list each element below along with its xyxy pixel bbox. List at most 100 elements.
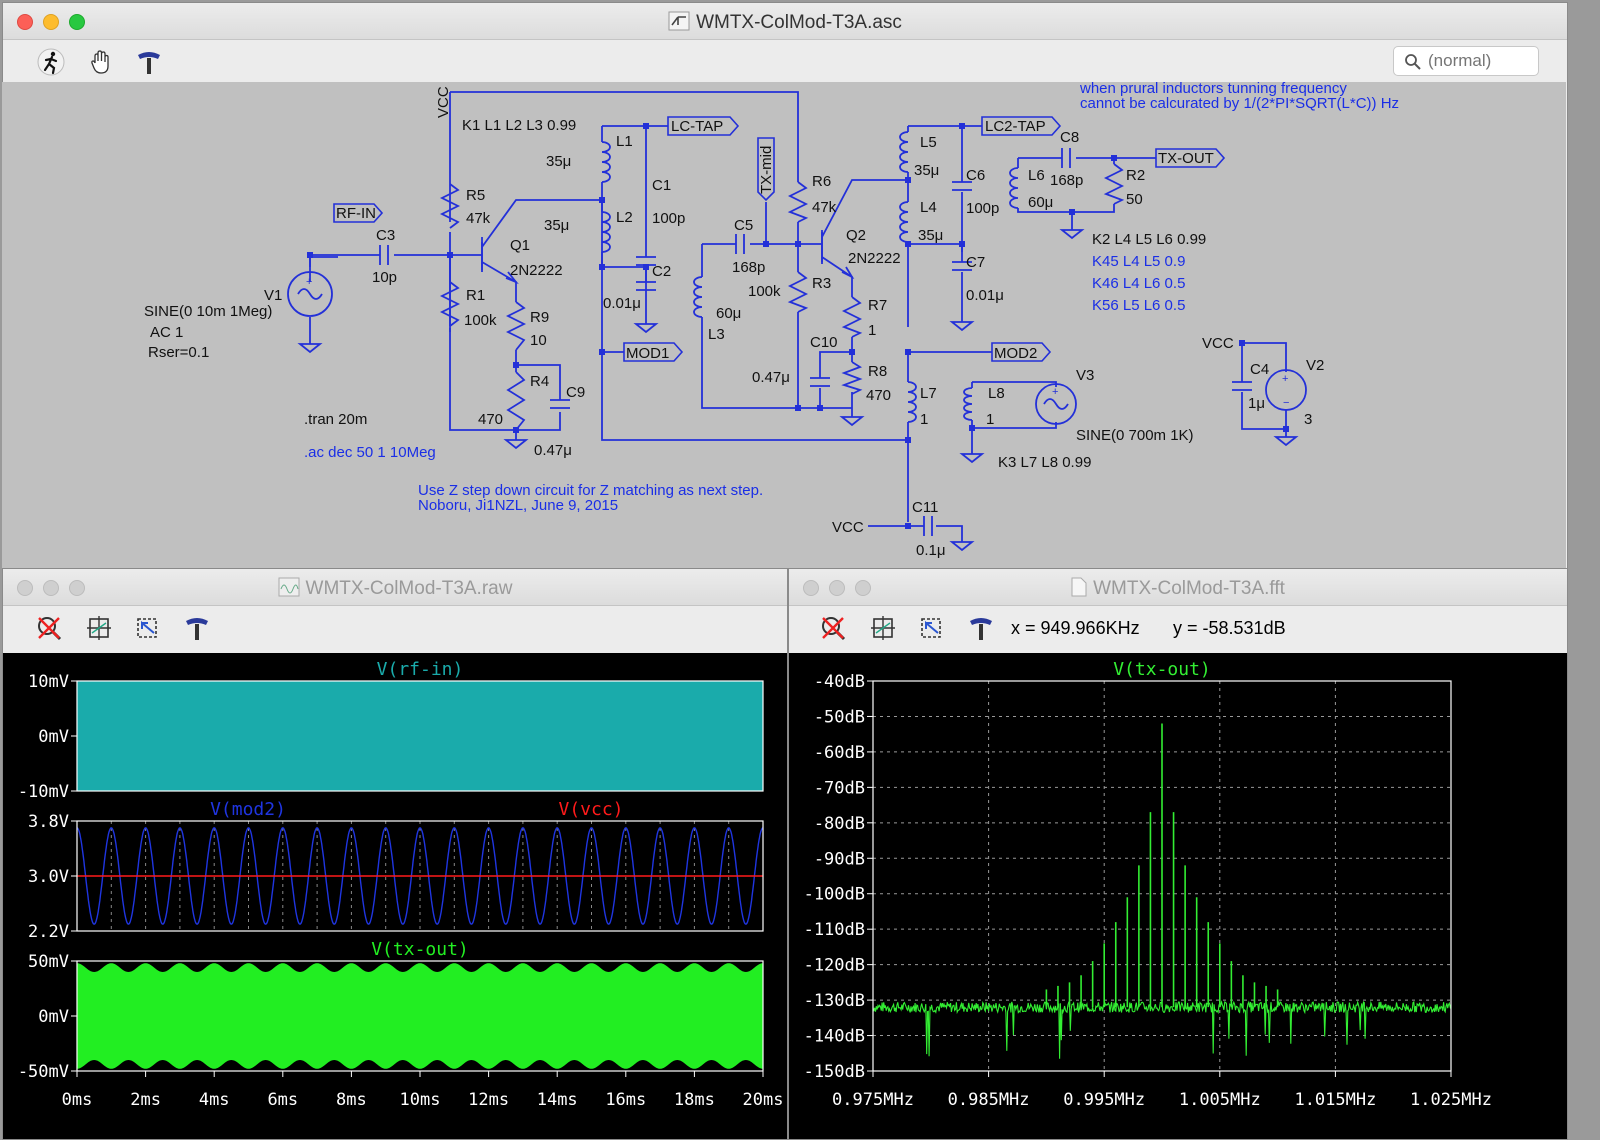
label-r6: R6 bbox=[812, 173, 831, 190]
label-c9: C9 bbox=[566, 384, 585, 401]
y-tick-label: 2.2V bbox=[28, 922, 69, 942]
zoom-button[interactable] bbox=[69, 14, 85, 30]
schematic-wires bbox=[309, 91, 1287, 542]
label-l1: L1 bbox=[616, 133, 633, 150]
y-tick-label: -150dB bbox=[804, 1062, 865, 1082]
y-tick-label: -50mV bbox=[18, 1062, 69, 1082]
y-tick-label: -40dB bbox=[814, 672, 865, 692]
x-tick-label: 18ms bbox=[674, 1090, 715, 1110]
label-v1-sine: SINE(0 10m 1Meg) bbox=[144, 303, 272, 320]
label-v1-ac: AC 1 bbox=[150, 324, 183, 341]
search-box[interactable] bbox=[1393, 46, 1539, 76]
trace-label-rf-in: V(rf-in) bbox=[377, 659, 464, 680]
y-tick-label: -100dB bbox=[804, 885, 865, 905]
label-v2-val: 3 bbox=[1304, 411, 1312, 428]
schematic-canvas[interactable]: +++− VCC K1 L1 L2 L3 0.99 L1 35μ LC-TAP … bbox=[2, 82, 1566, 578]
mod2-trace bbox=[76, 827, 764, 925]
x-tick-label: 0ms bbox=[62, 1090, 93, 1110]
label-c10-val: 0.47μ bbox=[752, 369, 790, 386]
fft-window-title: WMTX-ColMod-T3A.fft bbox=[1093, 578, 1285, 599]
label-q1: Q1 bbox=[510, 237, 530, 254]
x-tick-label: 16ms bbox=[605, 1090, 646, 1110]
label-r5: R5 bbox=[466, 187, 485, 204]
label-c5: C5 bbox=[734, 217, 753, 234]
hammer-icon[interactable] bbox=[181, 612, 213, 644]
y-tick-label: -130dB bbox=[804, 991, 865, 1011]
label-c8: C8 bbox=[1060, 129, 1079, 146]
fft-titlebar[interactable]: WMTX-ColMod-T3A.fft bbox=[789, 569, 1567, 606]
minimize-button[interactable] bbox=[829, 580, 845, 596]
junction-dots bbox=[307, 123, 1289, 529]
label-vcc-v2: VCC bbox=[1202, 335, 1234, 352]
minimize-button[interactable] bbox=[43, 580, 59, 596]
label-k46: K46 L4 L6 0.5 bbox=[1092, 275, 1185, 292]
y-tick-label: 10mV bbox=[28, 672, 69, 692]
zoom-back-icon[interactable] bbox=[131, 612, 163, 644]
search-input[interactable] bbox=[1428, 51, 1532, 71]
label-k45: K45 L4 L5 0.9 bbox=[1092, 253, 1185, 270]
label-v2: V2 bbox=[1306, 357, 1324, 374]
label-l5-val: 35μ bbox=[914, 162, 939, 179]
y-tick-label: -10mV bbox=[18, 782, 69, 802]
label-l1-val: 35μ bbox=[546, 153, 571, 170]
label-tran: .tran 20m bbox=[304, 411, 367, 428]
autorange-icon[interactable] bbox=[33, 612, 65, 644]
y-tick-label: -110dB bbox=[804, 920, 865, 940]
label-c4-val: 1μ bbox=[1248, 395, 1265, 412]
label-c11: C11 bbox=[912, 499, 938, 516]
label-c6-val: 100p bbox=[966, 200, 999, 217]
label-r5-val: 47k bbox=[466, 210, 491, 227]
minimize-button[interactable] bbox=[43, 14, 59, 30]
voltage-sources bbox=[287, 271, 1307, 425]
rf-in-trace bbox=[77, 681, 763, 791]
label-c3-val: 10p bbox=[372, 269, 397, 286]
y-tick-label: 0mV bbox=[38, 727, 69, 747]
close-button[interactable] bbox=[803, 580, 819, 596]
hand-icon[interactable] bbox=[85, 46, 117, 78]
label-r2-val: 50 bbox=[1126, 191, 1143, 208]
y-tick-label: 3.8V bbox=[28, 812, 69, 832]
svg-text:+: + bbox=[1052, 386, 1058, 398]
zoom-button[interactable] bbox=[69, 580, 85, 596]
schematic-titlebar[interactable]: WMTX-ColMod-T3A.asc bbox=[3, 3, 1567, 40]
raw-titlebar[interactable]: WMTX-ColMod-T3A.raw bbox=[3, 569, 787, 606]
fft-toolbar: x = 949.966KHz y = -58.531dB bbox=[789, 606, 1567, 652]
zoom-extents-icon[interactable] bbox=[867, 612, 899, 644]
x-tick-label: 6ms bbox=[267, 1090, 298, 1110]
x-tick-label: 10ms bbox=[400, 1090, 441, 1110]
label-l8: L8 bbox=[988, 385, 1005, 402]
label-k1: K1 L1 L2 L3 0.99 bbox=[462, 117, 576, 134]
label-l3-val: 60μ bbox=[716, 305, 741, 322]
label-c9-val: 0.47μ bbox=[534, 442, 572, 459]
trace-label-fft: V(tx-out) bbox=[1113, 659, 1211, 680]
inductors bbox=[601, 131, 1019, 423]
zoom-extents-icon[interactable] bbox=[83, 612, 115, 644]
trace-label-vcc: V(vcc) bbox=[558, 799, 623, 820]
y-tick-label: -50dB bbox=[814, 707, 865, 727]
y-tick-label: -140dB bbox=[804, 1027, 865, 1047]
fft-noise-floor bbox=[872, 1000, 1452, 1059]
label-q2-type: 2N2222 bbox=[848, 250, 901, 267]
autorange-icon[interactable] bbox=[817, 612, 849, 644]
label-note-top2: cannot be calcurated by 1/(2*PI*SQRT(L*C… bbox=[1080, 95, 1399, 112]
label-l3: L3 bbox=[708, 326, 725, 343]
zoom-back-icon[interactable] bbox=[915, 612, 947, 644]
hammer-icon[interactable] bbox=[965, 612, 997, 644]
zoom-button[interactable] bbox=[855, 580, 871, 596]
run-icon[interactable] bbox=[35, 46, 67, 78]
label-c11-val: 0.1μ bbox=[916, 542, 946, 559]
hammer-icon[interactable] bbox=[133, 46, 165, 78]
close-button[interactable] bbox=[17, 580, 33, 596]
label-mod1: MOD1 bbox=[626, 345, 669, 362]
close-button[interactable] bbox=[17, 14, 33, 30]
y-tick-label: 50mV bbox=[28, 952, 69, 972]
capacitors bbox=[379, 148, 1252, 536]
search-icon bbox=[1405, 54, 1421, 70]
cursor-x-readout: x = 949.966KHz bbox=[1011, 618, 1140, 638]
label-ac: .ac dec 50 1 10Meg bbox=[304, 444, 436, 461]
label-mod2: MOD2 bbox=[994, 345, 1037, 362]
fft-plot[interactable]: -40dB-50dB-60dB-70dB-80dB-90dB-100dB-110… bbox=[789, 653, 1567, 1139]
svg-text:−: − bbox=[1283, 397, 1289, 409]
x-tick-label: 1.015MHz bbox=[1294, 1090, 1376, 1110]
